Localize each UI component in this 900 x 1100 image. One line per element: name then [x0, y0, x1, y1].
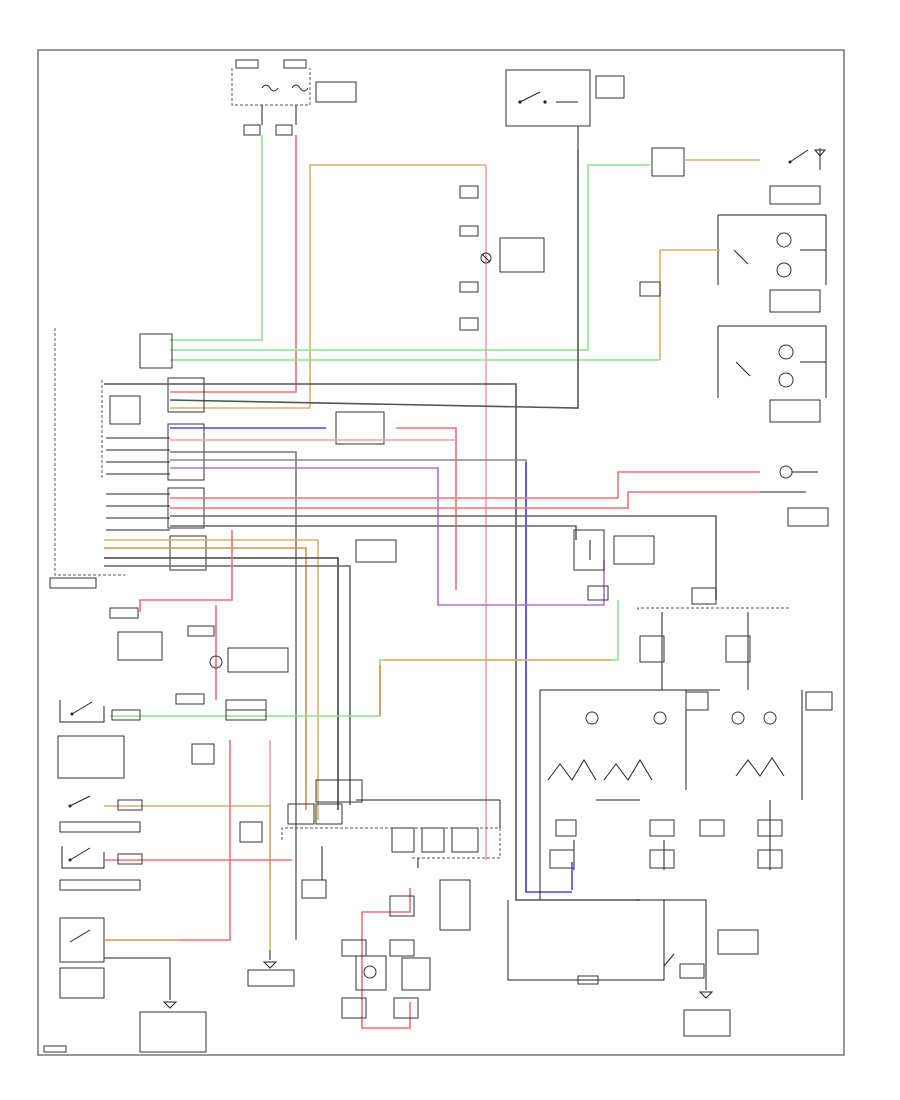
wire-gray-4: [170, 515, 717, 600]
wire-violet-1: [170, 467, 605, 606]
rear-door-switch-1: [59, 795, 271, 950]
wire-pink-lower-2: [361, 960, 411, 1029]
wire-gray-3: [170, 459, 527, 892]
wire-tan-top: [170, 164, 486, 409]
switch-icon: [69, 929, 91, 943]
wire-pink-2: [396, 427, 457, 590]
wire-dark-right: [507, 900, 665, 981]
wire-pink-left: [139, 530, 233, 612]
lamp-icon: [363, 965, 377, 979]
switch-icon: [70, 701, 93, 716]
motor-right: [760, 465, 829, 527]
switch-icon: [68, 795, 91, 808]
ground-icon: [162, 1001, 178, 1009]
diagram-frame: [37, 49, 845, 1056]
motor-icon: [779, 465, 793, 479]
lamp-icon: [776, 232, 792, 248]
page-corner-mark: [43, 1045, 67, 1053]
door-lock-switch-lower: [577, 899, 759, 1037]
wire-orange-bus: [104, 547, 307, 810]
lamp-icon: [585, 711, 599, 725]
fuse-icon: [261, 84, 309, 92]
lamp-assembly-right-1: [639, 214, 827, 360]
courtesy-lamp-lower: [341, 895, 431, 1019]
center-connector: [281, 779, 501, 931]
switch-icon: [788, 149, 809, 164]
wire-dark-bus: [104, 557, 339, 810]
ground-icon: [698, 991, 714, 999]
lamp-icon: [653, 711, 667, 725]
interior-lamp: [175, 605, 289, 705]
luggage-lamp-switch: [59, 740, 231, 1053]
lamp-icon: [763, 711, 777, 725]
switch-icon: [547, 757, 785, 781]
switch-icon: [733, 249, 749, 265]
ground-point-center: [247, 950, 295, 987]
wire-pink-lower-center: [361, 888, 411, 960]
switch-icon: [735, 361, 751, 377]
wire-green-1: [170, 135, 263, 341]
lamp-icon: [209, 655, 223, 669]
wire-gray-2: [170, 451, 297, 940]
switch-icon: [68, 847, 91, 862]
relay-right-top: [651, 147, 827, 205]
dome-switch-upper: [459, 185, 545, 331]
switch-icon: [518, 91, 578, 104]
hot-at-all-times-switch: [505, 69, 625, 150]
wire-green-lower: [110, 600, 619, 717]
wire-red-right-2: [170, 491, 760, 509]
luggage-switch: [57, 700, 141, 779]
control-unit-connector: [49, 328, 207, 589]
wire-tan-bus: [104, 539, 319, 820]
wire-gray-5: [170, 525, 577, 540]
fuse-panel-top: [231, 59, 357, 136]
lamp-icon: [776, 262, 792, 278]
wire-red-1: [170, 135, 297, 393]
lamp-assembly-right-2: [717, 325, 827, 423]
wire-dark-1: [104, 383, 640, 901]
wire-green-2: [170, 164, 650, 351]
switch-icon: [663, 953, 675, 967]
relay-middle: [573, 529, 717, 605]
lamp-icon: [731, 711, 745, 725]
wire-red-right: [170, 471, 760, 499]
lamp-icon: [778, 344, 794, 360]
wire-gray-top: [169, 150, 579, 409]
rear-door-switch-2: [59, 846, 292, 891]
wire-gray-bus: [104, 565, 351, 805]
door-switch-block: [539, 607, 833, 900]
lamp-icon: [778, 372, 794, 388]
